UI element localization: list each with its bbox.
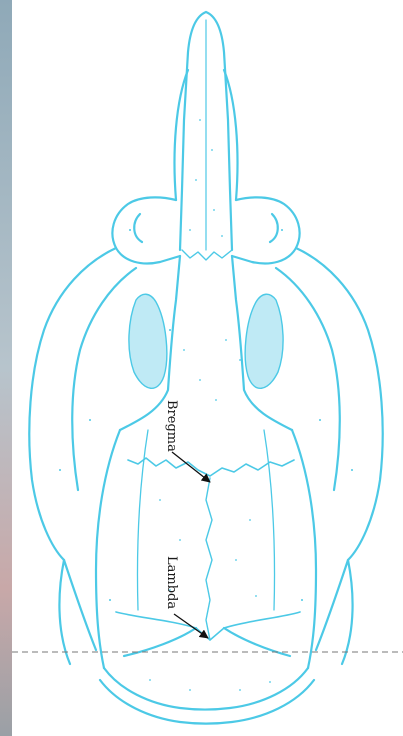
zygomatic-arch-left-inner [72, 268, 136, 490]
rat-skull-outline [29, 12, 382, 724]
photo-edge-strip [0, 0, 12, 736]
zygomatic-plate-right [232, 197, 300, 263]
braincase-right [292, 430, 316, 668]
orbit-right [245, 294, 283, 388]
occipital-base [100, 680, 314, 724]
bregma-annotation: Bregma [164, 400, 210, 482]
zygomatic-plate-left [112, 197, 180, 263]
lambda-arrow [174, 614, 208, 638]
temporal-ridge-left [137, 430, 148, 610]
braincase-left [96, 430, 120, 668]
frontonasal-suture [182, 250, 232, 260]
infraorbital-left [134, 214, 142, 242]
zygomatic-arch-right-inner [276, 268, 340, 490]
infraorbital-right [270, 214, 278, 242]
squamosal-right [316, 560, 353, 664]
orbit-left [129, 294, 167, 388]
lambdoid-suture [116, 612, 300, 640]
sagittal-suture [206, 478, 212, 640]
temporal-ridge-right [264, 430, 275, 610]
lambda-label: Lambda [164, 556, 179, 609]
squamosal-left [59, 560, 96, 664]
bregma-label: Bregma [164, 400, 179, 452]
occipital-crest [104, 668, 308, 710]
